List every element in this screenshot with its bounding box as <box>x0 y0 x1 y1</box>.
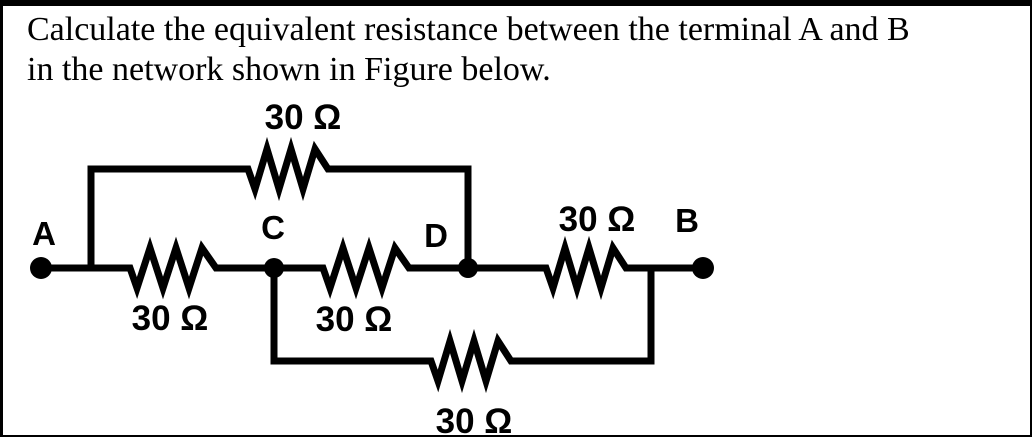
resistor-d-b-value: 30 Ω <box>558 200 636 239</box>
main-wire-with-resistors <box>41 235 703 301</box>
resistor-a-c-value: 30 Ω <box>131 299 209 338</box>
question-line-2: in the network shown in Figure below. <box>27 51 551 88</box>
resistor-top-branch-value: 30 Ω <box>264 98 342 137</box>
node-c-dot <box>264 258 284 278</box>
node-c-label: C <box>261 209 285 246</box>
circuit-diagram <box>30 136 714 394</box>
terminal-b-dot <box>692 257 714 279</box>
resistor-bottom-branch-value: 30 Ω <box>435 402 513 437</box>
terminal-b-label: B <box>675 202 699 239</box>
terminal-a-label: A <box>32 215 56 252</box>
terminal-a-dot <box>30 257 52 279</box>
question-text: Calculate the equivalent resistance betw… <box>27 10 1017 90</box>
node-d-label: D <box>424 217 448 254</box>
resistor-c-d-value: 30 Ω <box>315 300 393 339</box>
node-d-dot <box>458 258 478 278</box>
bottom-branch-wire-with-resistor <box>270 268 655 394</box>
top-branch-wire-with-resistor <box>87 136 472 268</box>
question-line-1: Calculate the equivalent resistance betw… <box>27 11 910 48</box>
